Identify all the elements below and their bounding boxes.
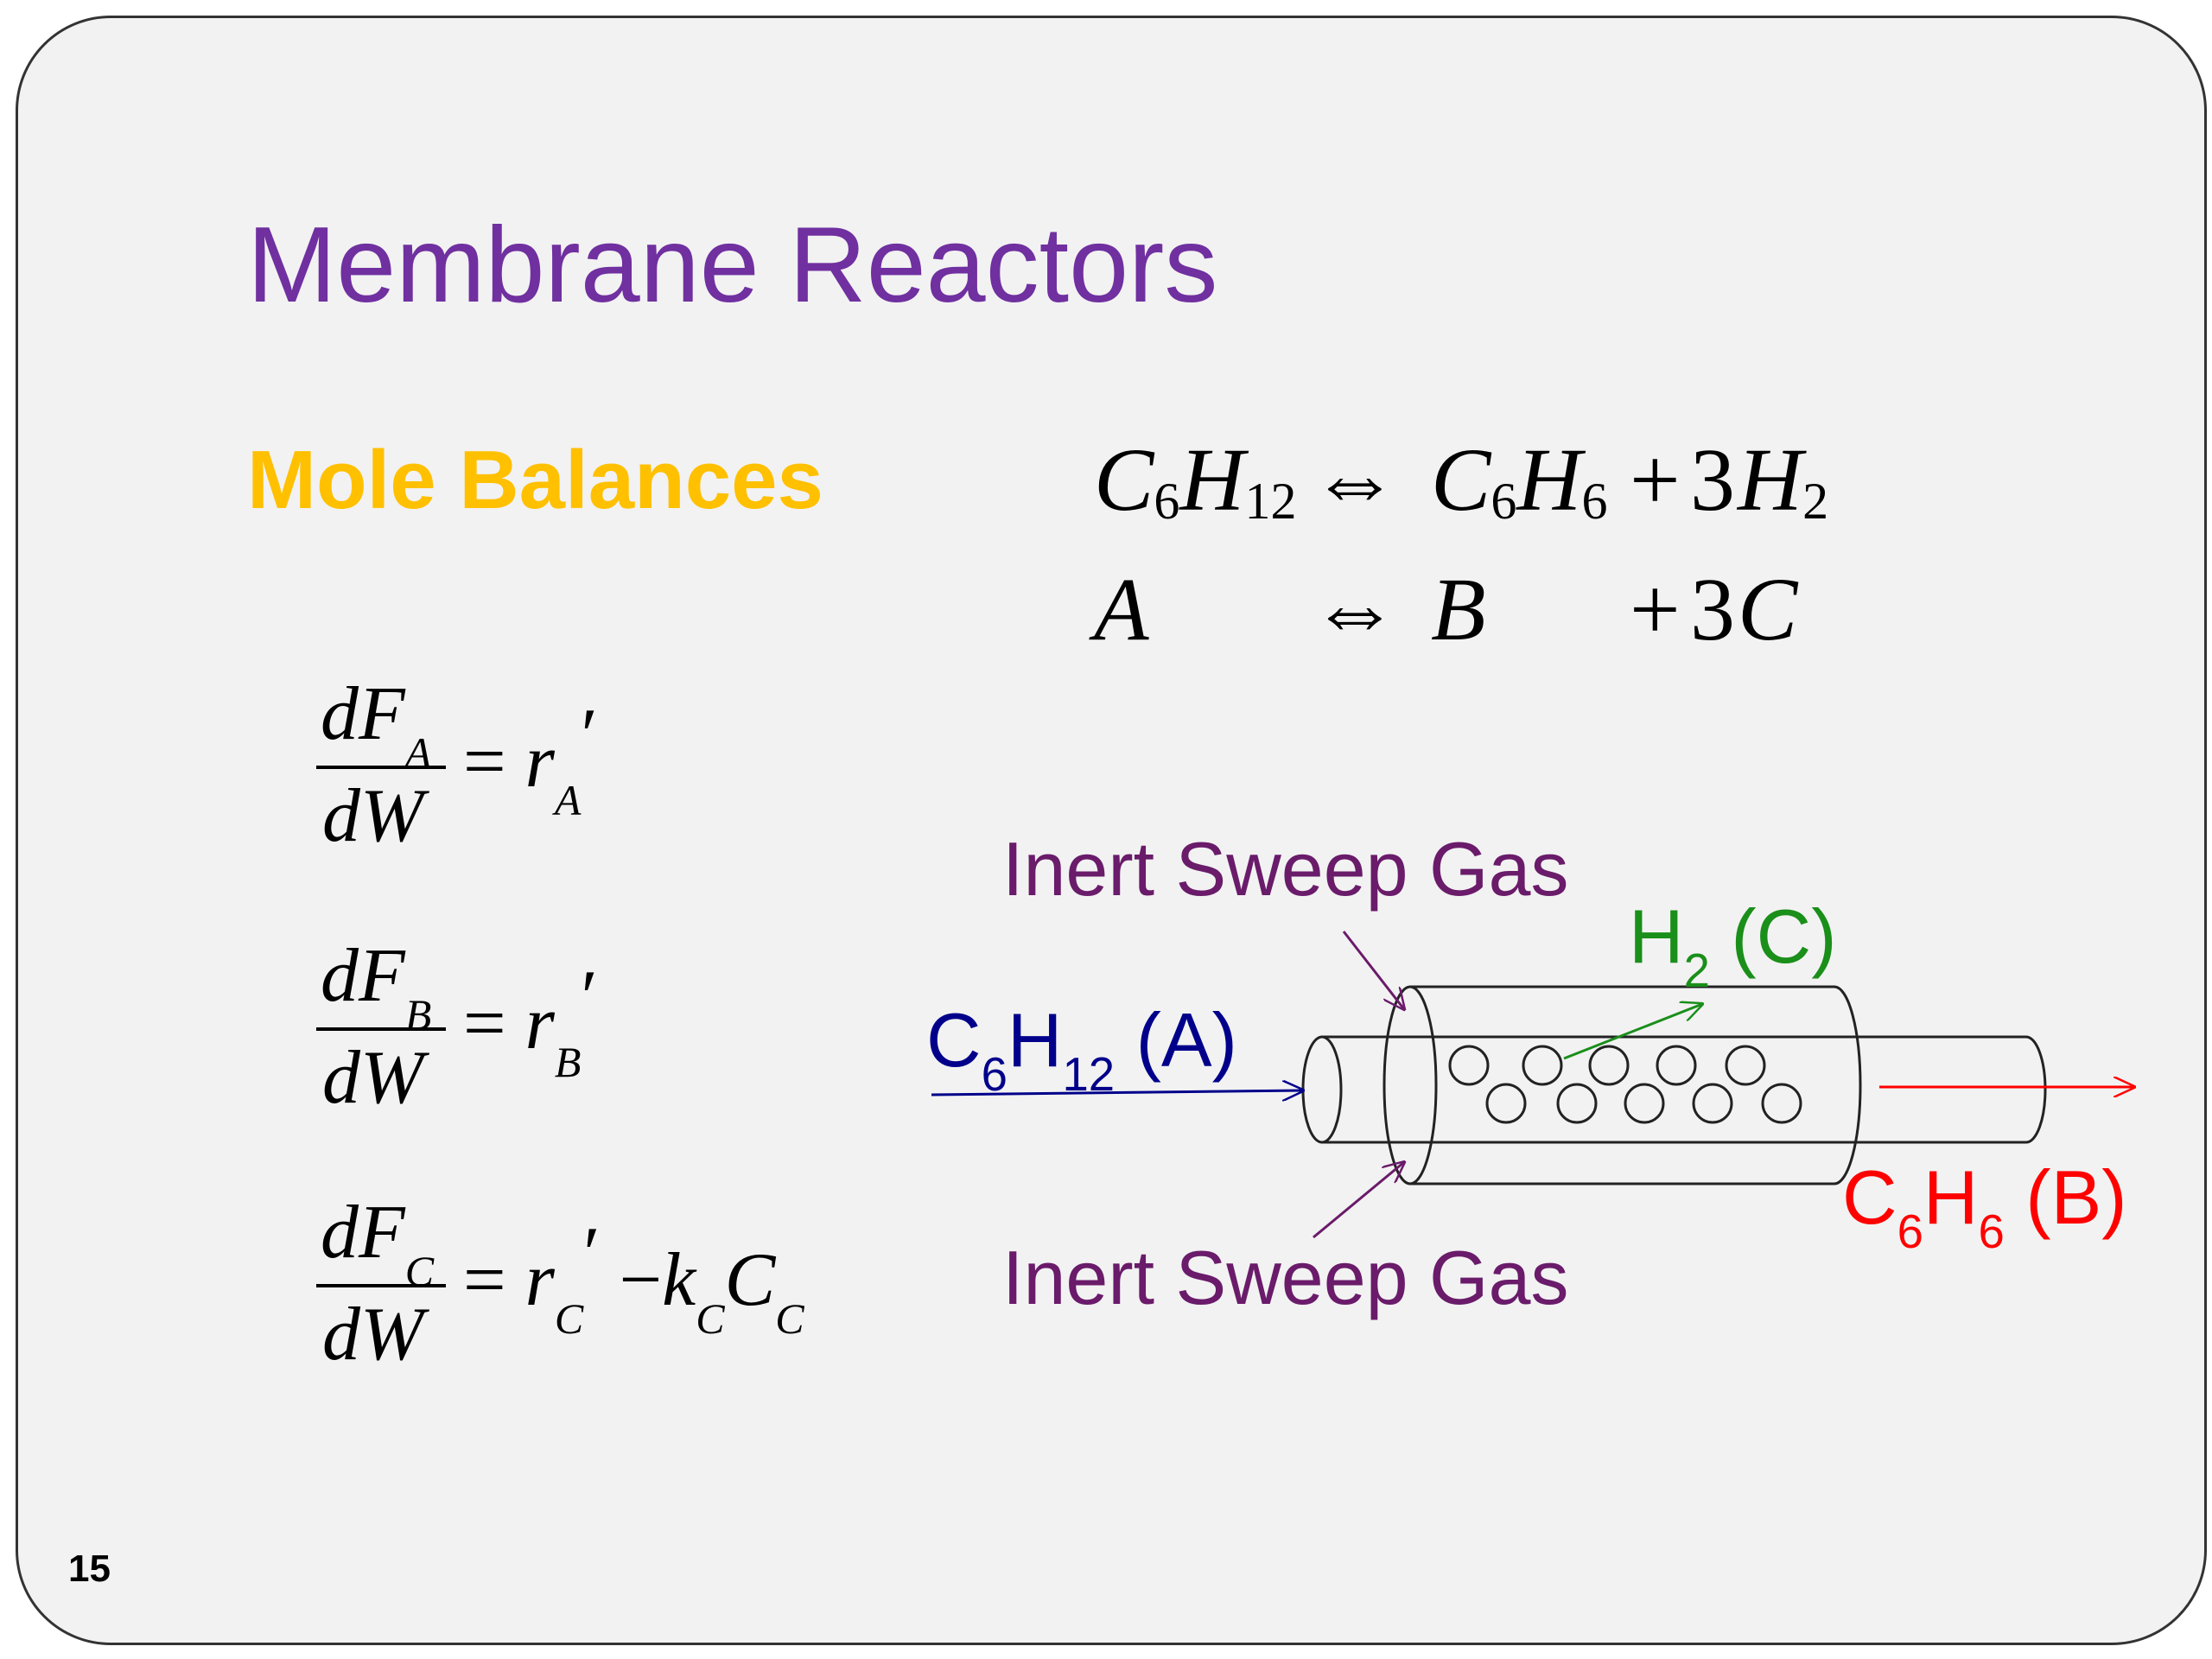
reaction-symbols: A ⇔ B + 3 C <box>1094 558 1872 671</box>
plus-sign: + <box>1630 430 1681 530</box>
symbol-c: C <box>1738 560 1798 659</box>
catalyst-particles <box>1448 1045 1802 1124</box>
plus-sign: + <box>1630 560 1681 659</box>
equilibrium-arrow: ⇔ <box>1310 560 1400 659</box>
rate-term: = rB′ <box>463 956 598 1086</box>
symbol-b: B <box>1431 560 1486 659</box>
slide: Membrane Reactors Mole Balances C6H12 ⇔ … <box>16 16 2207 1645</box>
feed-arrow <box>931 1090 1303 1095</box>
sweep-gas-top-label: Inert Sweep Gas <box>1002 826 1569 912</box>
rate-term: = rA′ <box>463 694 598 824</box>
coefficient: 3 <box>1690 560 1735 659</box>
section-heading: Mole Balances <box>247 434 823 526</box>
product-label: C6H6 (B) <box>1842 1154 2127 1259</box>
reaction-formula: C6H12 ⇔ C6H6 + 3 H2 <box>1094 429 1872 541</box>
page-number: 15 <box>68 1548 111 1590</box>
sweep-gas-bottom-label: Inert Sweep Gas <box>1002 1235 1569 1320</box>
outer-shell-tube <box>1382 985 1862 1185</box>
sweep-gas-outlet-arrow <box>1313 1162 1404 1239</box>
fraction-bar <box>316 1027 446 1031</box>
product2-formula: H2 <box>1738 430 1829 530</box>
rate-term: = rC′ −kCCC <box>463 1212 804 1343</box>
numerator: dFB <box>321 934 432 1039</box>
fraction-bar <box>316 766 446 769</box>
mole-balance-c: dFC dW = rC′ −kCCC <box>303 1189 960 1388</box>
h2-permeation-arrow <box>1563 1004 1702 1060</box>
product1-formula: C6H6 <box>1431 430 1608 530</box>
denominator: dW <box>322 1036 424 1120</box>
fraction-bar <box>316 1284 446 1287</box>
mole-balance-a: dFA dW = rA′ <box>303 671 908 869</box>
coefficient: 3 <box>1690 430 1735 530</box>
feed-label: C6H12 (A) <box>926 997 1237 1102</box>
sweep-gas-inlet-arrow <box>1342 931 1404 1009</box>
inner-membrane-tube <box>1301 1035 2047 1144</box>
h2-label: H2 (C) <box>1629 893 1837 998</box>
slide-title: Membrane Reactors <box>247 206 1218 325</box>
denominator: dW <box>322 774 424 858</box>
denominator: dW <box>322 1293 424 1376</box>
numerator: dFC <box>321 1191 435 1295</box>
equilibrium-arrow: ⇔ <box>1310 430 1400 530</box>
symbol-a: A <box>1094 560 1149 659</box>
mole-balance-b: dFB dW = rB′ <box>303 932 908 1131</box>
numerator: dFA <box>321 672 432 777</box>
reactant-formula: C6H12 <box>1094 430 1297 530</box>
